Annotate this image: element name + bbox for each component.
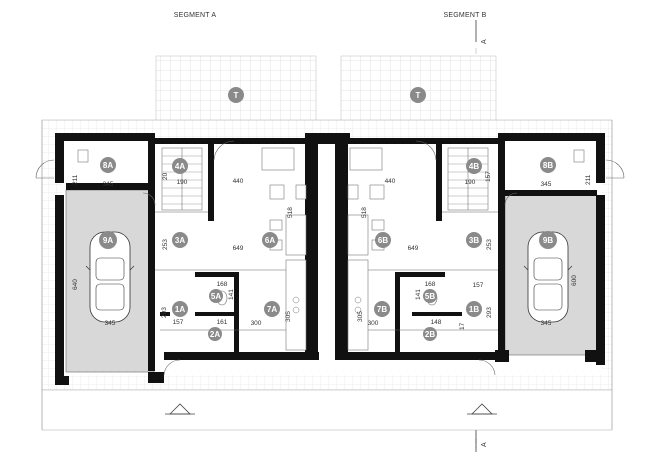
room-badge: 3A	[172, 232, 188, 248]
interior-walls	[66, 141, 597, 371]
room-badges: T T 8A 4A 3A 6A 5A 1A 2A 7A 9A 8B 4B 3B …	[99, 87, 557, 341]
room-badge: 4A	[172, 158, 188, 174]
dimension: 518	[361, 207, 368, 218]
section-mark-bottom: A	[481, 442, 488, 447]
room-badge: 6A	[262, 232, 278, 248]
dimension: 157	[473, 282, 484, 289]
dimension: 148	[431, 319, 442, 326]
svg-text:8A: 8A	[103, 161, 113, 170]
svg-text:1A: 1A	[175, 305, 185, 314]
room-badge: 6B	[375, 232, 391, 248]
room-badge: 9B	[539, 231, 557, 249]
room-badge: 1A	[172, 301, 188, 317]
dimension: 300	[251, 320, 262, 327]
dimension: 345	[541, 320, 552, 327]
segment-a-title: SEGMENT A	[174, 12, 217, 19]
room-badge: 1B	[466, 301, 482, 317]
dimension: 157	[485, 171, 492, 182]
room-badge: 3B	[466, 232, 482, 248]
dimension: 293	[486, 307, 493, 318]
room-badge: T	[228, 87, 244, 103]
section-mark-top: A	[481, 39, 488, 44]
dimension: 345	[105, 320, 116, 327]
dimension: 345	[103, 181, 114, 188]
dimension: 300	[368, 320, 379, 327]
room-badge: 5B	[423, 289, 437, 303]
svg-text:T: T	[234, 91, 239, 100]
dimension: 17	[459, 322, 466, 330]
dimension: 345	[541, 181, 552, 188]
dimension: 20	[162, 172, 169, 180]
exterior-walls	[55, 133, 605, 385]
dimension: 190	[177, 179, 188, 186]
room-badge: 2B	[423, 327, 437, 341]
dimension: 640	[72, 279, 79, 290]
kitchen-furniture-a	[261, 147, 307, 351]
room-badge: 9A	[99, 231, 117, 249]
room-badge: 5A	[209, 289, 223, 303]
dimension: 293	[161, 307, 168, 318]
svg-text:1B: 1B	[469, 305, 479, 314]
car-icon	[85, 231, 135, 323]
room-badge: 7B	[374, 301, 390, 317]
dimension: 440	[385, 178, 396, 185]
room-badge: 4B	[466, 158, 482, 174]
dimension: 649	[233, 245, 244, 252]
svg-text:T: T	[416, 91, 421, 100]
svg-text:6A: 6A	[265, 236, 275, 245]
room-badge: 8B	[540, 157, 556, 173]
svg-text:9B: 9B	[543, 236, 553, 245]
room-lines	[155, 211, 498, 331]
dimension: 649	[408, 245, 419, 252]
svg-text:9A: 9A	[103, 236, 113, 245]
dimension: 253	[162, 239, 169, 250]
entry-markers	[165, 403, 497, 415]
svg-text:2A: 2A	[210, 330, 220, 339]
dimension: 600	[571, 275, 578, 286]
svg-text:4A: 4A	[175, 162, 185, 171]
svg-text:5B: 5B	[425, 292, 435, 301]
dimension: 190	[465, 179, 476, 186]
svg-text:3B: 3B	[469, 236, 479, 245]
svg-text:6B: 6B	[378, 236, 388, 245]
dimension: 168	[425, 281, 436, 288]
doors	[35, 140, 625, 376]
segment-b-title: SEGMENT B	[444, 12, 487, 19]
dimension: 157	[173, 319, 184, 326]
dimension: 211	[585, 174, 592, 185]
dimension: 253	[486, 239, 493, 250]
room-badge: 8A	[100, 157, 116, 173]
dimension-labels: 211 345 20 190 440 518 253 649 640 168 1…	[72, 171, 592, 330]
svg-text:7A: 7A	[267, 305, 277, 314]
dimension: 305	[357, 311, 364, 322]
dimension: 141	[415, 289, 422, 300]
dimension: 518	[287, 207, 294, 218]
svg-text:5A: 5A	[211, 292, 221, 301]
svg-text:7B: 7B	[377, 305, 387, 314]
front-yard	[41, 389, 613, 431]
staircase-b	[447, 147, 489, 211]
svg-text:3A: 3A	[175, 236, 185, 245]
room-badge: 2A	[208, 327, 222, 341]
dimension: 440	[233, 178, 244, 185]
dimension: 305	[285, 311, 292, 322]
room-badge: 7A	[264, 301, 280, 317]
dimension: 168	[217, 281, 228, 288]
room-badge: T	[410, 87, 426, 103]
kitchen-furniture-b	[347, 147, 385, 351]
dimension: 141	[228, 289, 235, 300]
dimension: 211	[72, 174, 79, 185]
dimension: 161	[217, 319, 228, 326]
car-icon	[523, 231, 573, 323]
svg-text:4B: 4B	[469, 162, 479, 171]
svg-text:2B: 2B	[425, 330, 435, 339]
svg-text:8B: 8B	[543, 161, 553, 170]
